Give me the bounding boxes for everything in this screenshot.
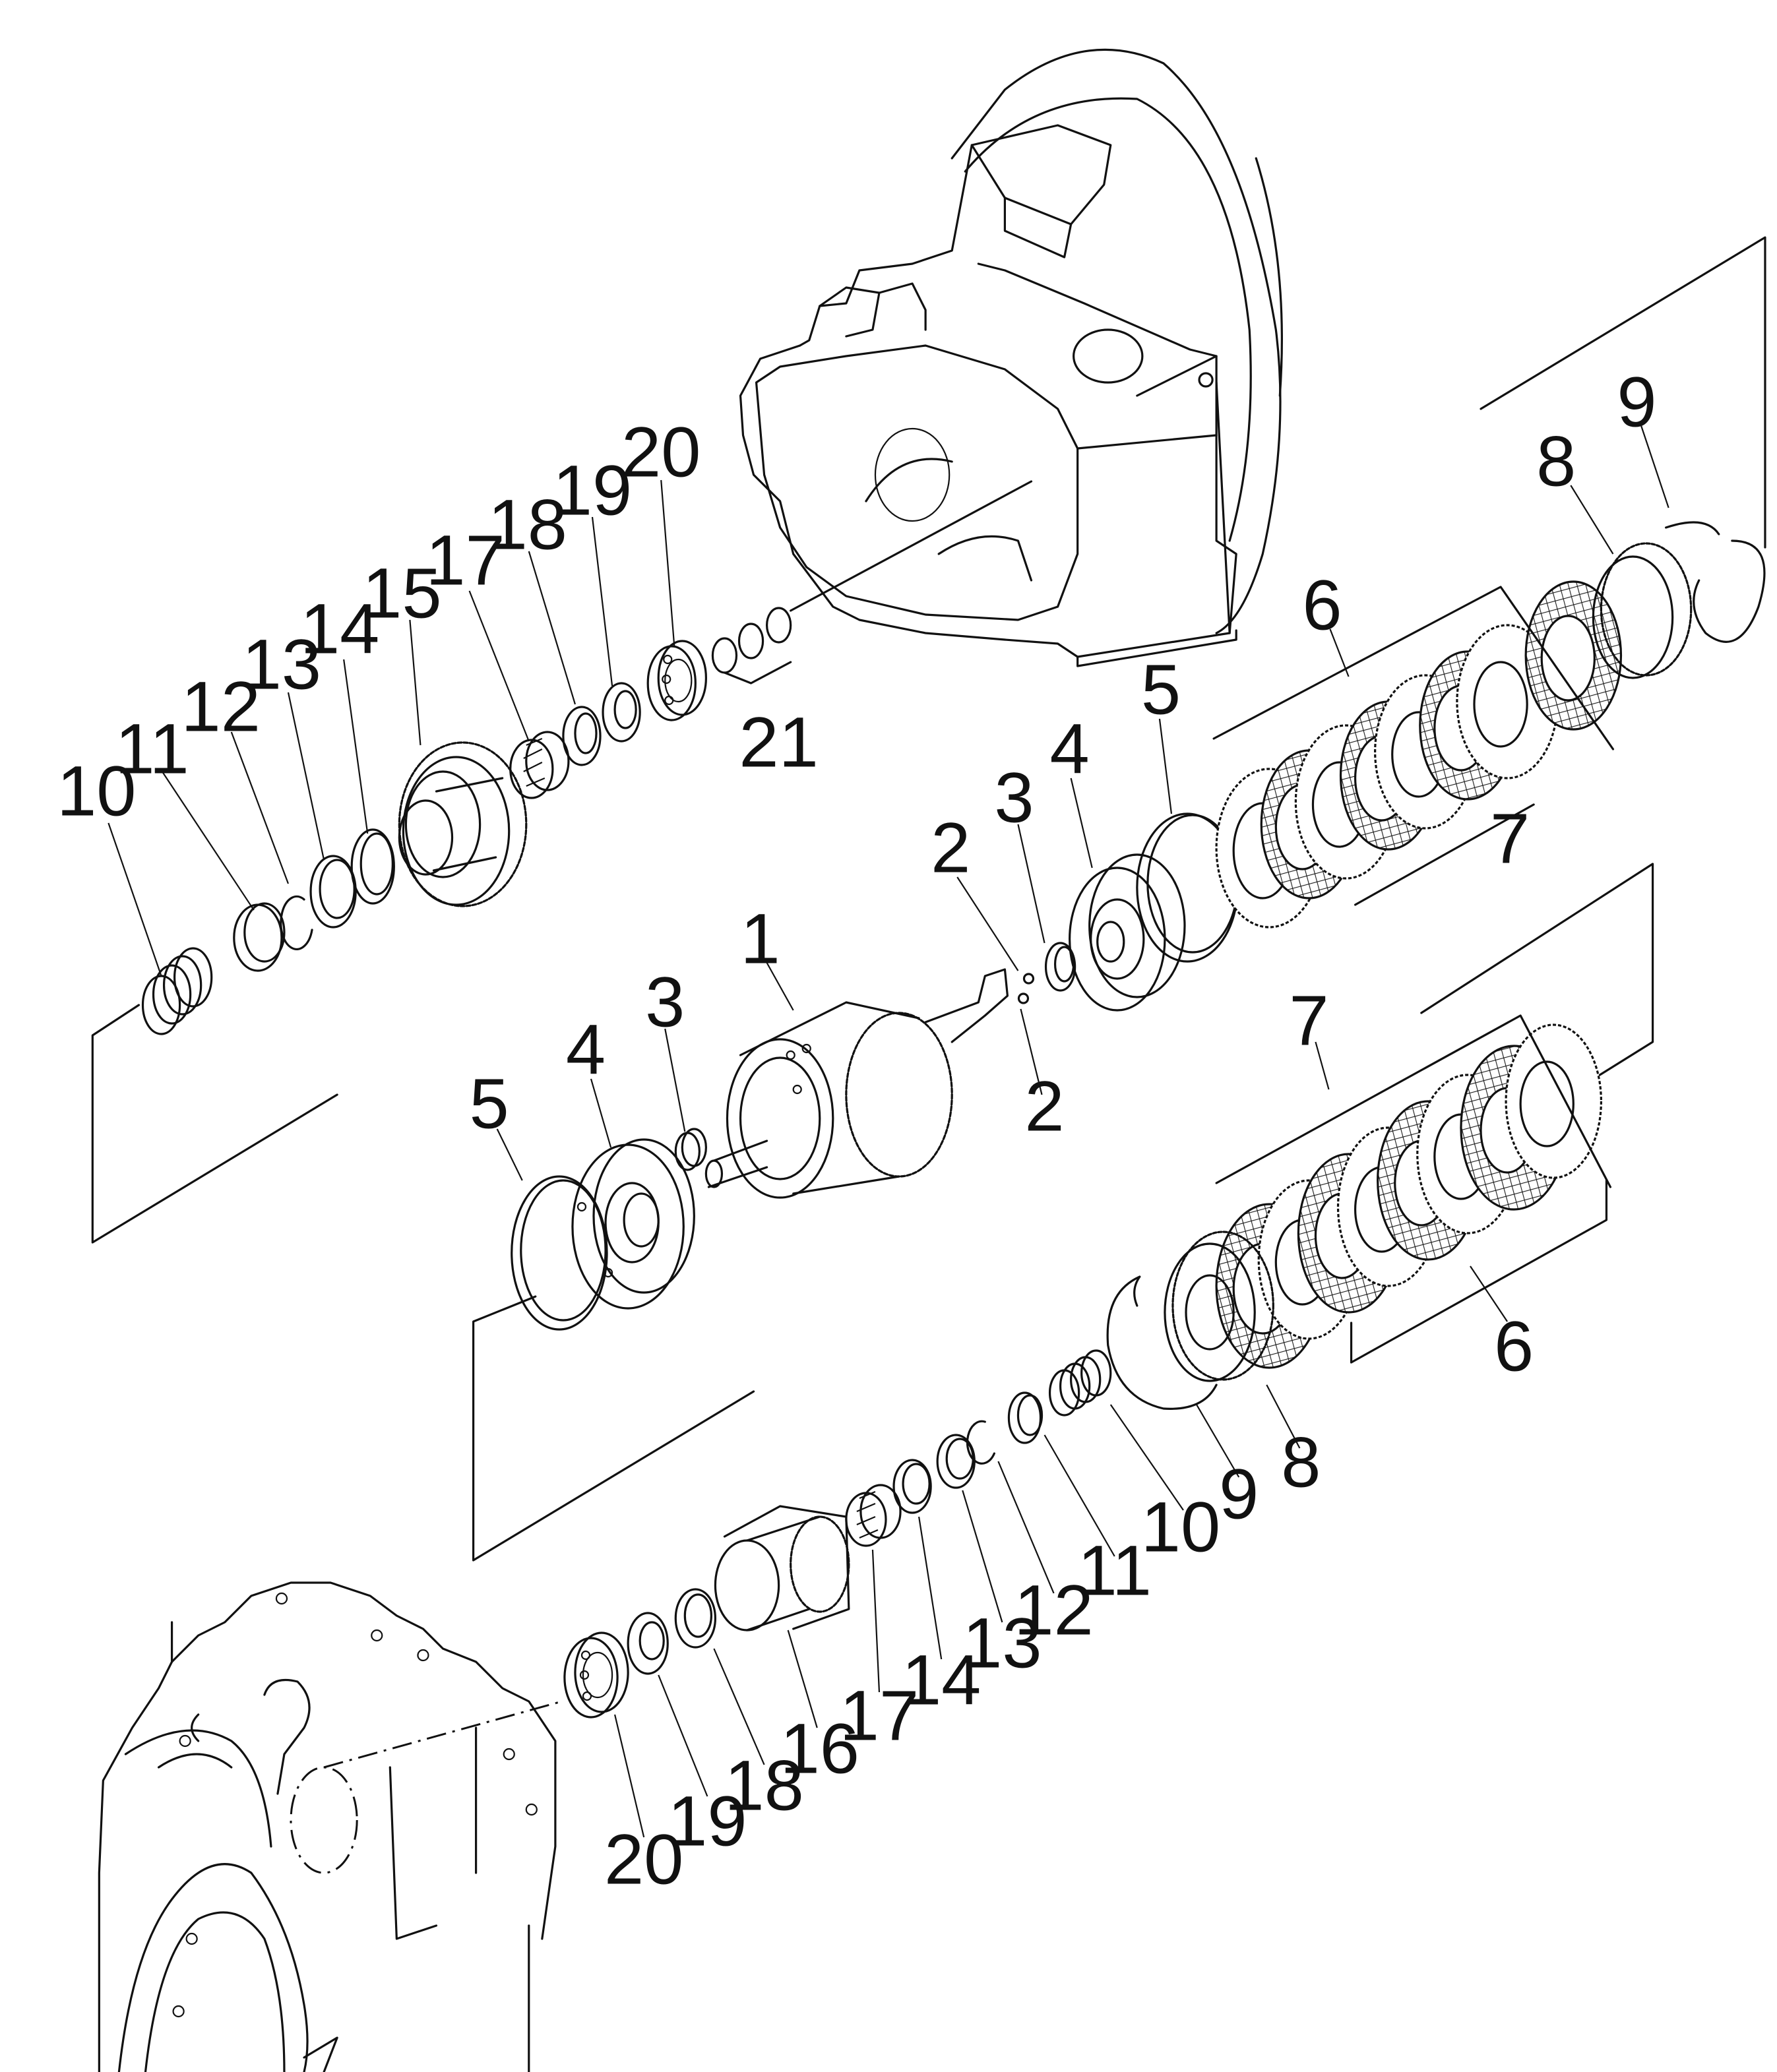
callout-6-lower: 6 xyxy=(1494,1306,1534,1386)
part-10-spring-lower xyxy=(1050,1351,1111,1415)
callout-9-lower: 9 xyxy=(1219,1454,1259,1534)
leader-lines xyxy=(108,425,1668,1837)
part-8-plate-upper xyxy=(1593,543,1691,678)
bracket-7-lower xyxy=(1216,1016,1610,1187)
callout-8-lower: 8 xyxy=(1281,1422,1321,1502)
axis-line-upper xyxy=(791,481,1032,611)
callout-13-upper: 13 xyxy=(242,625,321,704)
bracket-upper-left xyxy=(92,1005,337,1242)
callout-8-upper: 8 xyxy=(1536,421,1576,501)
lower-housing xyxy=(99,1583,562,2072)
callout-9-upper: 9 xyxy=(1617,362,1656,442)
part-21-shims xyxy=(712,608,790,673)
part-17-bearing-lower xyxy=(846,1485,900,1546)
callout-10-lower: 10 xyxy=(1141,1487,1220,1567)
part-1-drum xyxy=(706,969,1007,1198)
callout-11-lower: 11 xyxy=(1078,1531,1152,1610)
callout-2-top: 2 xyxy=(931,808,970,888)
callout-4-middle: 4 xyxy=(566,1010,606,1089)
callout-labels: 10 11 12 13 14 15 17 18 19 20 21 2 3 4 5… xyxy=(57,362,1657,1899)
clutch-pack-upper xyxy=(1216,582,1621,927)
bracket-6-upper xyxy=(1214,587,1613,749)
callout-7-lower: 7 xyxy=(1289,981,1328,1060)
callout-6-upper: 6 xyxy=(1302,565,1342,645)
transmission-housing xyxy=(741,49,1282,666)
callout-5-upper: 5 xyxy=(1141,650,1181,729)
part-19-washer-upper xyxy=(603,683,640,741)
lower-right-parts xyxy=(565,1025,1602,1717)
callout-14-lower: 14 xyxy=(902,1640,981,1720)
callout-18-lower: 18 xyxy=(724,1746,803,1825)
part-19-washer-lower xyxy=(628,1613,668,1674)
callout-2-bottom: 2 xyxy=(1024,1066,1064,1146)
part-11-ring-lower xyxy=(1009,1393,1042,1443)
callout-4-upper: 4 xyxy=(1050,709,1090,789)
part-15-gear xyxy=(399,743,526,906)
upper-right-parts xyxy=(1046,522,1764,1010)
part-20-bearing-lower xyxy=(565,1633,628,1717)
upper-left-parts xyxy=(142,608,790,1034)
bracket-middle-right xyxy=(1421,864,1653,1075)
part-18-washer-upper xyxy=(563,707,600,765)
callout-10-upper: 10 xyxy=(57,751,136,831)
bracket-21 xyxy=(724,662,790,683)
callout-5-middle: 5 xyxy=(470,1064,509,1143)
callout-21: 21 xyxy=(739,702,818,782)
callout-20-lower: 20 xyxy=(604,1819,683,1899)
callout-3-upper: 3 xyxy=(994,758,1034,838)
part-12-snapring-lower xyxy=(968,1421,995,1463)
part-20-bearing-upper xyxy=(648,641,706,720)
part-14-washer-upper xyxy=(352,830,394,903)
callout-12-upper: 12 xyxy=(181,667,261,747)
part-3-seal-middle xyxy=(675,1129,706,1170)
clutch-pack-lower xyxy=(1216,1025,1601,1368)
callout-14-upper: 14 xyxy=(300,589,379,669)
bracket-7-upper xyxy=(1356,805,1534,905)
part-9-snapring-lower xyxy=(1107,1277,1216,1409)
callout-12-lower: 12 xyxy=(1014,1570,1093,1650)
part-2-ball-b xyxy=(1018,994,1028,1003)
part-12-snapring-upper xyxy=(281,896,312,949)
callout-19-lower: 19 xyxy=(668,1781,747,1861)
bracket-middle-left xyxy=(474,1296,754,1560)
part-10-spring-upper xyxy=(142,948,211,1034)
part-18-washer-lower xyxy=(675,1589,715,1647)
bracket-upper-right xyxy=(1481,237,1765,547)
callout-1: 1 xyxy=(740,899,780,979)
part-17-bearing-upper xyxy=(511,732,569,798)
callout-20-upper: 20 xyxy=(621,412,701,492)
part-11-ring-upper xyxy=(234,903,284,971)
part-13-washer-upper xyxy=(311,856,356,927)
part-5-ring-middle xyxy=(512,1176,607,1329)
bracket-6-lower xyxy=(1352,1180,1607,1362)
part-4-piston-middle xyxy=(573,1140,694,1308)
callout-16: 16 xyxy=(780,1709,859,1788)
part-9-snapring-upper xyxy=(1666,522,1764,642)
callout-18-upper: 18 xyxy=(488,485,567,564)
callout-15: 15 xyxy=(362,553,441,633)
callout-3-middle: 3 xyxy=(645,962,685,1042)
callout-7-upper: 7 xyxy=(1490,799,1530,878)
callout-13-lower: 13 xyxy=(962,1603,1042,1683)
callout-17-lower: 17 xyxy=(840,1676,919,1755)
part-16-gear xyxy=(715,1506,848,1630)
part-13-washer-lower xyxy=(937,1435,974,1488)
part-4-piston-upper xyxy=(1070,855,1185,1010)
part-8-plate-lower xyxy=(1165,1232,1273,1381)
part-14-washer-lower xyxy=(894,1460,931,1513)
callout-19-upper: 19 xyxy=(553,450,632,530)
callout-17-upper: 17 xyxy=(425,520,505,600)
part-2-ball-a xyxy=(1024,974,1033,983)
callout-11-upper: 11 xyxy=(115,709,189,789)
